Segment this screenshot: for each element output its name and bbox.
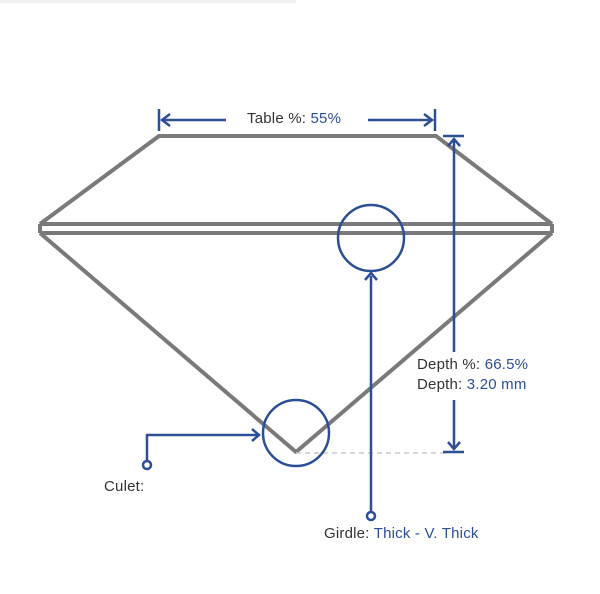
- girdle-label-text: Girdle:: [324, 525, 370, 542]
- girdle-value: Thick - V. Thick: [373, 525, 479, 542]
- culet-label: Culet:: [104, 478, 144, 496]
- girdle-leader-arrowhead: [364, 271, 378, 281]
- table-value: 55%: [310, 110, 342, 127]
- table-label-text: Table %:: [247, 110, 307, 127]
- table-right-arrowhead: [423, 113, 435, 127]
- culet-label-text: Culet:: [104, 478, 145, 495]
- girdle-label: Girdle: Thick - V. Thick: [324, 525, 479, 543]
- depth-value: 3.20 mm: [466, 376, 527, 393]
- culet-highlight-circle: [261, 398, 331, 468]
- depth-percent-label-text: Depth %:: [417, 356, 481, 373]
- depth-label: Depth: 3.20 mm: [417, 376, 527, 394]
- diamond-crown-outline: [38, 134, 554, 226]
- table-left-arrowhead: [159, 113, 171, 127]
- culet-leader-line: [145, 433, 258, 461]
- depth-label-text: Depth:: [417, 376, 463, 393]
- culet-leader-arrowhead: [251, 428, 261, 442]
- top-strip: [0, 0, 296, 3]
- girdle-leader-dot: [365, 510, 377, 522]
- table-label: Table %: 55%: [247, 110, 341, 128]
- depth-percent-label: Depth %: 66.5%: [417, 356, 528, 374]
- culet-leader-dot: [141, 459, 153, 471]
- diamond-pavilion-outline: [38, 231, 554, 454]
- girdle-highlight-circle: [336, 203, 406, 273]
- depth-top-arrowhead: [447, 137, 461, 147]
- depth-bottom-arrowhead: [447, 441, 461, 451]
- depth-percent-value: 66.5%: [484, 356, 529, 373]
